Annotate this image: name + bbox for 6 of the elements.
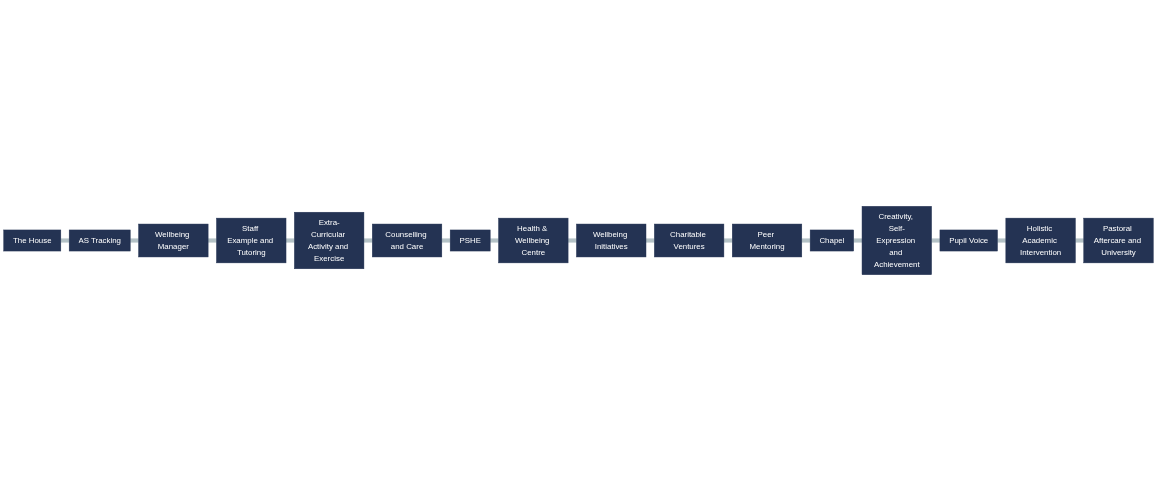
connector (722, 238, 734, 243)
connector (362, 238, 374, 243)
connector (59, 238, 71, 243)
connector (440, 238, 452, 243)
connector (852, 238, 864, 243)
connector (800, 238, 812, 243)
